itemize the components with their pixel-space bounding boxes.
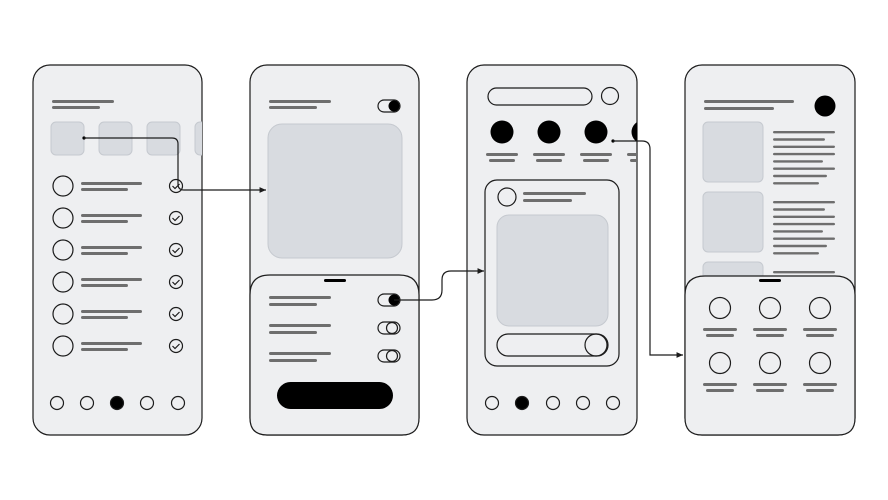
- connector-feed-to-grid: [613, 140, 683, 358]
- category-chip[interactable]: [194, 121, 228, 156]
- header-toggle[interactable]: [377, 99, 401, 113]
- grid-bottom-sheet: [684, 275, 856, 436]
- connector-settings-to-feed: [394, 268, 484, 301]
- avatar: [52, 175, 74, 197]
- post-card: [484, 179, 620, 367]
- list-item[interactable]: [52, 207, 184, 229]
- grid-item[interactable]: [803, 351, 837, 393]
- sheet-drag-handle[interactable]: [324, 279, 346, 282]
- list-screen: [32, 64, 228, 436]
- check-icon[interactable]: [168, 274, 184, 290]
- nav-dot[interactable]: [139, 395, 155, 411]
- nav-dot[interactable]: [545, 395, 561, 411]
- profile-button[interactable]: [600, 86, 620, 106]
- grid-item[interactable]: [703, 296, 737, 338]
- feed-screen: [466, 64, 659, 436]
- list-rows: [52, 175, 184, 357]
- list-item[interactable]: [52, 175, 184, 197]
- search-bar[interactable]: [487, 87, 593, 106]
- check-icon[interactable]: [168, 338, 184, 354]
- grid-screen: [684, 64, 856, 436]
- nav-dot[interactable]: [79, 395, 95, 411]
- header-text-lines: [269, 100, 331, 109]
- avatar: [52, 271, 74, 293]
- story-item[interactable]: [486, 120, 518, 163]
- connector-list-to-settings: [84, 137, 266, 193]
- bottom-nav: [484, 395, 621, 411]
- grid-item[interactable]: [753, 351, 787, 393]
- list-item[interactable]: [52, 303, 184, 325]
- settings-rows: [269, 293, 401, 363]
- nav-dot[interactable]: [484, 395, 500, 411]
- flow-connectors: [82, 136, 683, 358]
- avatar[interactable]: [814, 95, 836, 117]
- story-item[interactable]: [627, 120, 659, 163]
- author-avatar[interactable]: [497, 187, 517, 207]
- post-image-placeholder: [496, 214, 609, 327]
- category-chip[interactable]: [50, 121, 85, 156]
- toggle-switch[interactable]: [377, 321, 401, 335]
- hero-image-placeholder: [267, 123, 403, 259]
- comment-input[interactable]: [496, 333, 609, 357]
- story-item[interactable]: [533, 120, 565, 163]
- avatar: [52, 207, 74, 229]
- check-icon[interactable]: [168, 306, 184, 322]
- header-text-lines: [704, 100, 794, 110]
- stories-row: [486, 120, 659, 163]
- settings-row: [269, 321, 401, 335]
- avatar: [52, 303, 74, 325]
- nav-dot[interactable]: [514, 395, 530, 411]
- header-text-lines: [52, 100, 114, 109]
- nav-dot[interactable]: [49, 395, 65, 411]
- list-item[interactable]: [52, 335, 184, 357]
- thumbnail-placeholder: [702, 121, 764, 183]
- settings-row: [269, 349, 401, 363]
- grid-item[interactable]: [703, 351, 737, 393]
- bottom-nav: [49, 395, 186, 411]
- grid-item[interactable]: [753, 296, 787, 338]
- nav-dot[interactable]: [575, 395, 591, 411]
- list-item[interactable]: [52, 271, 184, 293]
- settings-bottom-sheet: [249, 274, 420, 436]
- primary-button[interactable]: [277, 382, 393, 409]
- settings-screen: [249, 64, 420, 436]
- article-item[interactable]: [702, 121, 835, 185]
- avatar: [52, 239, 74, 261]
- thumbnail-placeholder: [702, 191, 764, 253]
- grid-item[interactable]: [803, 296, 837, 338]
- toggle-switch[interactable]: [377, 349, 401, 363]
- article-item[interactable]: [702, 191, 835, 255]
- list-item[interactable]: [52, 239, 184, 261]
- sheet-drag-handle[interactable]: [759, 279, 781, 282]
- check-icon[interactable]: [168, 210, 184, 226]
- story-item[interactable]: [580, 120, 612, 163]
- grid-items: [703, 296, 837, 393]
- nav-dot[interactable]: [109, 395, 125, 411]
- nav-dot[interactable]: [605, 395, 621, 411]
- check-icon[interactable]: [168, 242, 184, 258]
- nav-dot[interactable]: [170, 395, 186, 411]
- avatar: [52, 335, 74, 357]
